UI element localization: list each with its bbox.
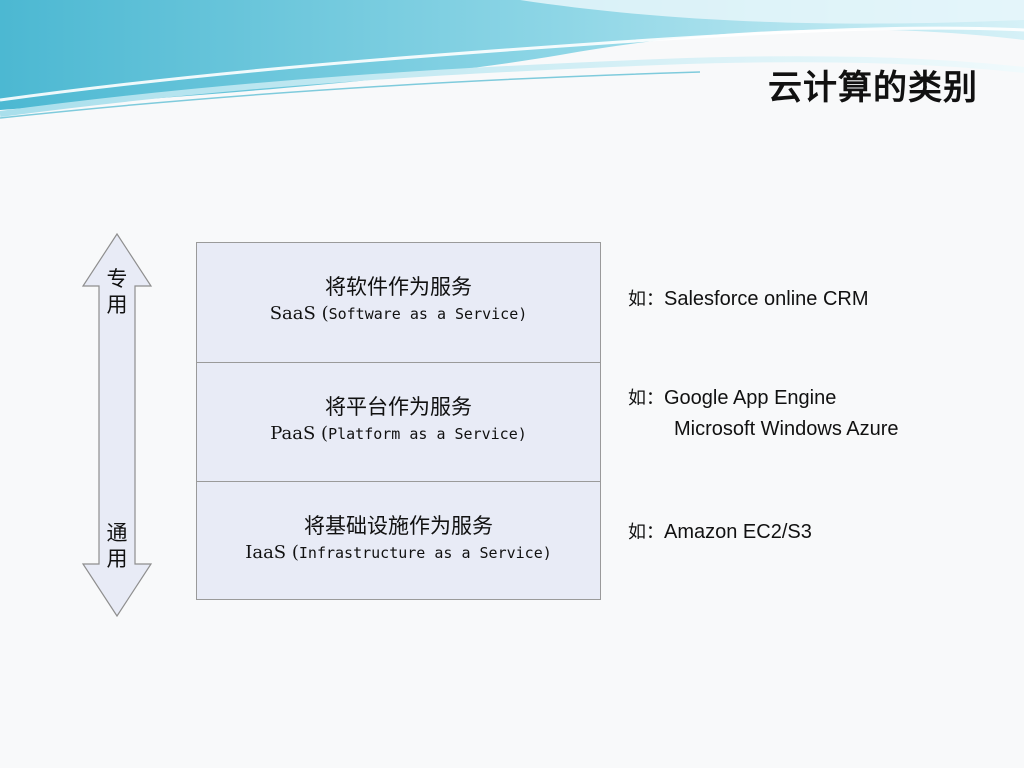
- header-wave-decoration: [0, 0, 1024, 119]
- specialized-label: 专 用: [102, 266, 132, 318]
- iaas-layer: 将基础设施作为服务 IaaS (Infrastructure as a Serv…: [197, 481, 600, 600]
- layer-title: 将平台作为服务: [325, 395, 472, 419]
- service-layer-stack: 将软件作为服务 SaaS (Software as a Service) 将平台…: [196, 242, 601, 600]
- layer-title: 将基础设施作为服务: [304, 514, 493, 538]
- layer-abbr: PaaS (: [270, 423, 329, 444]
- layer-abbr: SaaS (: [269, 303, 329, 324]
- label-char: 用: [106, 293, 128, 317]
- saas-example: 如：Salesforce online CRM: [628, 284, 869, 315]
- example-text: Salesforce online CRM: [664, 288, 869, 310]
- example-prefix: 如：: [628, 522, 664, 543]
- layer-english: Software as a Service): [328, 305, 528, 323]
- layer-english: Infrastructure as a Service): [298, 544, 552, 562]
- example-text: Amazon EC2/S3: [664, 521, 812, 543]
- label-char: 专: [106, 267, 128, 291]
- slide-title: 云计算的类别: [768, 68, 978, 108]
- layer-title: 将软件作为服务: [325, 275, 472, 299]
- layer-subtitle: PaaS (Platform as a Service): [197, 422, 600, 446]
- example-prefix: 如：: [628, 388, 664, 409]
- example-text: Microsoft Windows Azure: [674, 418, 899, 440]
- example-text: Google App Engine: [664, 387, 837, 409]
- double-arrow-icon: [81, 232, 153, 618]
- saas-layer: 将软件作为服务 SaaS (Software as a Service): [197, 243, 600, 362]
- layer-subtitle: IaaS (Infrastructure as a Service): [197, 541, 600, 565]
- label-char: 通: [106, 521, 128, 545]
- layer-abbr: IaaS (: [245, 542, 299, 563]
- label-char: 用: [106, 547, 128, 571]
- paas-layer: 将平台作为服务 PaaS (Platform as a Service): [197, 362, 600, 481]
- paas-example: 如：Google App Engine Microsoft Windows Az…: [628, 383, 899, 444]
- layer-subtitle: SaaS (Software as a Service): [197, 302, 600, 326]
- general-label: 通 用: [102, 520, 132, 572]
- example-prefix: 如：: [628, 289, 664, 310]
- layer-english: Platform as a Service): [328, 425, 527, 443]
- iaas-example: 如：Amazon EC2/S3: [628, 517, 812, 548]
